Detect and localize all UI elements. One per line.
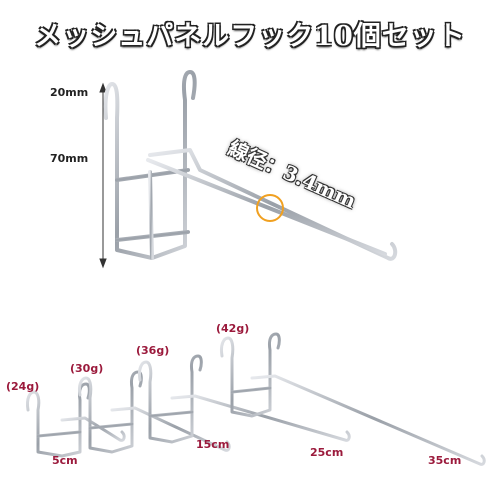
dimension-height-label: 70mm: [50, 152, 89, 165]
length-label-25cm: 25cm: [310, 446, 344, 459]
weight-label-35cm: (42g): [216, 322, 250, 335]
weight-label-25cm: (36g): [136, 344, 170, 357]
weight-label-15cm: (30g): [70, 362, 104, 375]
product-title: メッシュパネルフック10個セット: [34, 21, 466, 52]
wire-highlight-circle: [256, 194, 284, 222]
length-label-5cm: 5cm: [52, 454, 78, 467]
hook-5cm: [26, 382, 126, 458]
weight-label-5cm: (24g): [6, 380, 40, 393]
large-hook: [103, 70, 398, 261]
dimension-line: [99, 82, 107, 269]
hook-25cm: [138, 354, 351, 444]
dimension-top-label: 20mm: [50, 86, 89, 99]
length-label-15cm: 15cm: [196, 438, 230, 451]
hook-35cm: [220, 332, 486, 466]
length-label-35cm: 35cm: [428, 454, 462, 467]
